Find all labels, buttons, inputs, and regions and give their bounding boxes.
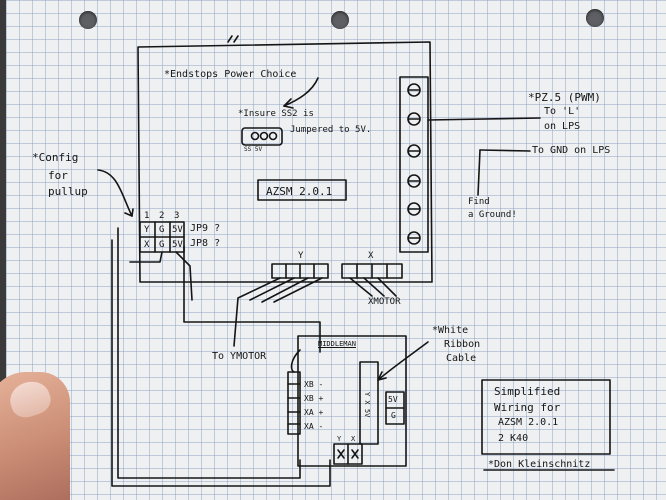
- to-gnd-note: To GND on LPS: [532, 145, 611, 156]
- middleman-pin: XB -: [304, 380, 324, 389]
- title-box: [481, 379, 611, 455]
- middleman-pin: XB +: [304, 394, 324, 403]
- y-connector-label: Y: [298, 251, 304, 261]
- title-line-3: AZSM 2.0.1: [498, 417, 559, 428]
- find-ground-note-1: Find: [468, 197, 490, 207]
- white-ribbon-note-3: Cable: [446, 353, 477, 364]
- jumpered-note: Jumpered to 5V.: [290, 125, 372, 135]
- config-note-2: for: [48, 169, 68, 182]
- punch-hole: [586, 9, 604, 27]
- endstop-pin: X: [351, 435, 356, 443]
- title-line-1: Simplified: [494, 385, 561, 398]
- xmotor-wire-1: [349, 277, 373, 297]
- ymotor-wire-3: [261, 277, 309, 303]
- ribbon-arrow: [377, 341, 429, 381]
- jumper-col-header: 2: [159, 211, 165, 221]
- author-signature: *Don Kleinschnitz: [488, 459, 591, 470]
- middleman-board: [297, 335, 407, 467]
- signal-wire-d: [111, 239, 331, 487]
- ribbon-pin-label: Y X 5V: [363, 392, 371, 418]
- to-l-note: To 'L': [544, 106, 581, 117]
- jp8-label: JP8 ?: [190, 238, 221, 249]
- white-ribbon-note-1: *White: [432, 325, 469, 336]
- to-ymotor-label: To YMOTOR: [212, 351, 267, 362]
- jumper-cell: 5V: [172, 240, 183, 250]
- board-name: AZSM 2.0.1: [266, 185, 333, 198]
- endstops-note: *Endstops Power Choice: [164, 69, 297, 80]
- xmotor-wire-2: [363, 277, 385, 297]
- board-name-box: [257, 179, 347, 201]
- middleman-title: MIDDLEMAN: [318, 340, 356, 348]
- ymotor-wire-4: [273, 277, 323, 303]
- signal-wire-a: [183, 245, 321, 353]
- punch-hole: [79, 11, 97, 29]
- jumper-cell: X: [144, 240, 150, 250]
- punch-hole: [331, 11, 349, 29]
- ss2-jumper: [241, 127, 283, 146]
- jumper-cell: G: [159, 240, 165, 250]
- middleman-pin: XA -: [304, 422, 324, 431]
- signal-wire-e: [129, 251, 163, 263]
- ymotor-wire-1: [233, 277, 281, 347]
- find-ground-wire: [477, 149, 481, 196]
- jumper-cell: G: [159, 225, 165, 235]
- white-ribbon-note-2: Ribbon: [444, 339, 481, 350]
- terminal-block: [399, 76, 429, 253]
- x-connector-label: X: [368, 251, 374, 261]
- on-lps-note: on LPS: [544, 121, 581, 132]
- controller-board-outline: [137, 41, 433, 283]
- xmotor-label: XMOTOR: [368, 297, 401, 307]
- find-ground-note-2: a Ground!: [468, 210, 517, 220]
- jp9-label: JP9 ?: [190, 223, 221, 234]
- graph-paper: [6, 0, 666, 500]
- middleman-power-pin: 5V: [388, 395, 398, 404]
- jumper-cell: Y: [144, 225, 150, 235]
- title-line-4: 2 K40: [498, 433, 529, 444]
- signal-wire-c: [117, 227, 301, 479]
- config-arrow: [97, 169, 133, 217]
- xmotor-wire-3: [377, 277, 397, 297]
- jumper-col-header: 1: [144, 211, 150, 221]
- jumper-cell: 5V: [172, 225, 183, 235]
- ss2-pin-label: SS 5V: [244, 146, 263, 153]
- board-break-mark: [227, 35, 239, 43]
- ribbon-connector: [359, 361, 379, 445]
- jumper-col-header: 3: [174, 211, 180, 221]
- config-note-1: *Config: [32, 151, 79, 164]
- signal-wire-b: [175, 251, 193, 301]
- middleman-power-pin: G: [391, 411, 396, 420]
- endstops-arrow: [283, 77, 319, 107]
- title-line-2: Wiring for: [494, 401, 561, 414]
- config-note-3: pullup: [48, 185, 88, 198]
- ymotor-wire-2: [249, 277, 295, 301]
- insure-note: *Insure SS2 is: [238, 109, 314, 119]
- endstop-pin: Y: [337, 435, 342, 443]
- gnd-wire: [479, 149, 531, 152]
- pwm-wire: [427, 117, 541, 121]
- middleman-pin: XA +: [304, 408, 324, 417]
- terminal-screws: [407, 83, 421, 245]
- pz5-note: *PZ.5 (PWM): [528, 91, 601, 104]
